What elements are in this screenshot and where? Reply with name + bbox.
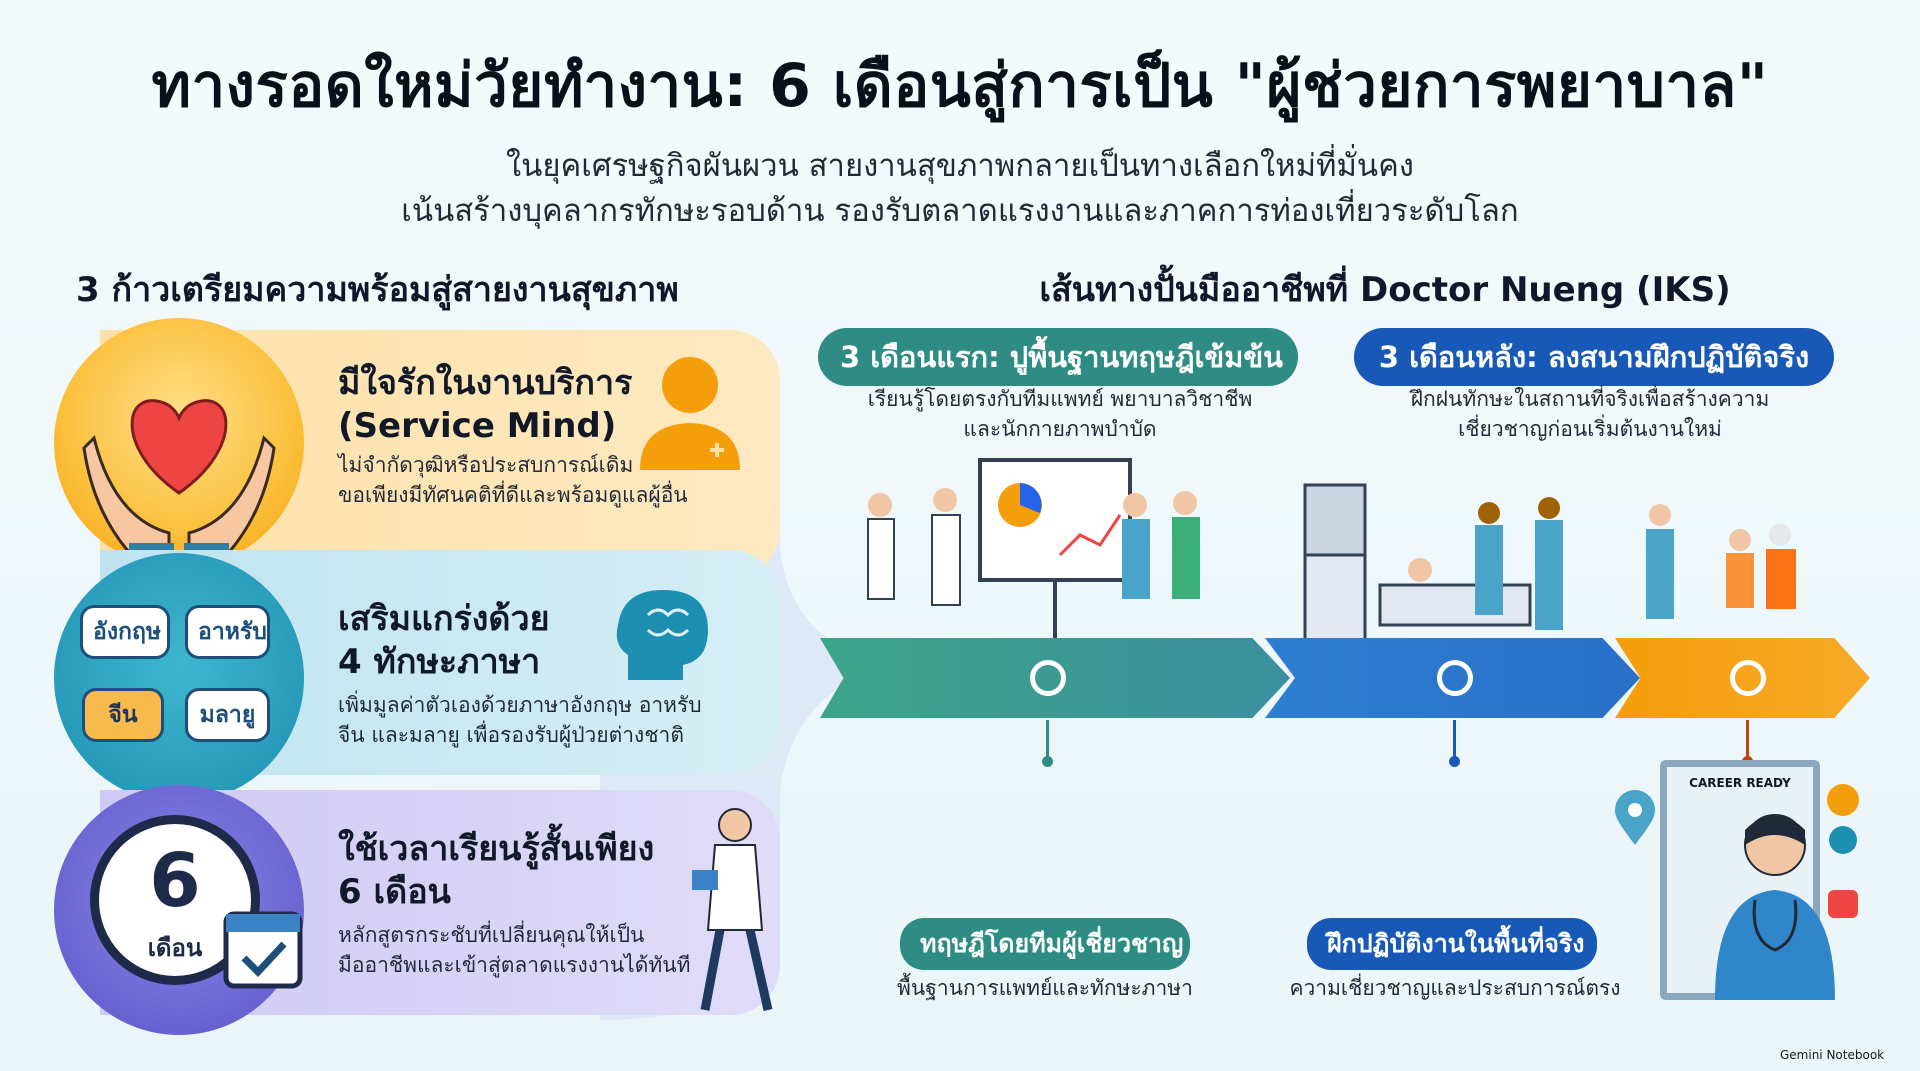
service-mind-title-line-1: มีใจรักในงานบริการ — [338, 363, 633, 403]
brain-head-icon — [616, 590, 708, 680]
heart-hands-icon — [54, 318, 304, 568]
phase-2-stem — [1453, 720, 1456, 758]
subtitle-line-1: ในยุคเศรษฐกิจผันผวน สายงานสุขภาพกลายเป็น… — [506, 148, 1414, 184]
six-month-desc-line-2: มืออาชีพและเข้าสู่ตลาดแรงงานได้ทันที — [338, 953, 691, 978]
clock-label: เดือน — [147, 934, 203, 962]
six-month-desc: หลักสูตรกระชับที่เปลี่ยนคุณให้เป็น มืออา… — [338, 920, 690, 981]
six-month-title: ใช้เวลาเรียนรู้สั้นเพียง 6 เดือน — [338, 828, 654, 913]
service-mind-desc: ไม่จำกัดวุฒิหรือประสบการณ์เดิม ขอเพียงมี… — [338, 450, 688, 511]
six-month-title-line-2: 6 เดือน — [338, 871, 451, 912]
bubble-english: อังกฤษ — [80, 605, 170, 659]
subtitle-line-2: เน้นสร้างบุคลากรทักษะรอบด้าน รองรับตลาดแ… — [401, 193, 1519, 229]
language-skills-title: เสริมแกร่งด้วย 4 ทักษะภาษา — [338, 598, 550, 683]
phase-3-node — [1730, 660, 1766, 696]
phase-1-node — [1030, 660, 1066, 696]
bubble-chinese: จีน — [82, 688, 164, 742]
service-mind-title: มีใจรักในงานบริการ (Service Mind) — [338, 362, 632, 447]
phase-1-label: 3 เดือนแรก: ปูพื้นฐานทฤษฎีเข้มข้น — [818, 328, 1298, 386]
hospital-ward-scene — [1303, 483, 1563, 647]
career-nurse-icon — [1715, 814, 1835, 1000]
clock-face — [90, 815, 260, 985]
phase-2-label: 3 เดือนหลัง: ลงสนามฝึกปฏิบัติจริง — [1354, 328, 1834, 386]
bubble-arabic: อาหรับ — [185, 605, 270, 659]
right-section-heading: เส้นทางปั้นมืออาชีพที่ Doctor Nueng (IKS… — [1039, 270, 1731, 310]
career-ready-label: CAREER READY — [1689, 776, 1791, 790]
elder-care-scene — [1646, 504, 1796, 619]
phase-2-desc-line-2: เชี่ยวชาญก่อนเริ่มต้นงานใหม่ — [1458, 417, 1722, 442]
bubble-malay: มลายู — [185, 688, 270, 742]
phase-2-bottom-desc: ความเชี่ยวชาญและประสบการณ์ตรง — [1289, 976, 1621, 1000]
map-pin-icon — [1615, 790, 1655, 845]
phase-2-desc: ฝึกฝนทักษะในสถานที่จริงเพื่อสร้างความ เช… — [1350, 384, 1830, 445]
page-title: ทางรอดใหม่วัยทำงาน: 6 เดือนสู่การเป็น "ผ… — [151, 51, 1769, 121]
phase-1-bottom-desc: พื้นฐานการแพทย์และทักษะภาษา — [897, 976, 1193, 1000]
clock-number: 6 — [149, 838, 201, 924]
phase-1-desc: เรียนรู้โดยตรงกับทีมแพทย์ พยาบาลวิชาชีพ … — [820, 384, 1300, 445]
phase-1-dot — [1042, 756, 1053, 767]
walking-doctor-icon — [692, 808, 773, 1011]
language-skills-desc: เพิ่มมูลค่าตัวเองด้วยภาษาอังกฤษ อาหรับ จ… — [338, 690, 702, 751]
badge-icons — [1827, 784, 1859, 918]
nurse-avatar-icon — [640, 357, 740, 470]
classroom-scene — [867, 458, 1200, 640]
phase-2-node — [1437, 660, 1473, 696]
phase-1-desc-line-1: เรียนรู้โดยตรงกับทีมแพทย์ พยาบาลวิชาชีพ — [867, 387, 1253, 411]
service-mind-desc-line-1: ไม่จำกัดวุฒิหรือประสบการณ์เดิม — [338, 453, 634, 477]
language-skills-desc-line-2: จีน และมลายู เพื่อรองรับผู้ป่วยต่างชาติ — [338, 723, 684, 748]
left-section-heading: 3 ก้าวเตรียมความพร้อมสู่สายงานสุขภาพ — [76, 270, 679, 310]
phase-1-desc-line-2: และนักกายภาพบำบัด — [963, 417, 1157, 442]
language-skills-title-line-2: 4 ทักษะภาษา — [338, 641, 541, 682]
phase-3-stem — [1746, 720, 1749, 758]
calendar-check-icon — [223, 911, 303, 989]
service-mind-desc-line-2: ขอเพียงมีทัศนคติที่ดีและพร้อมดูแลผู้อื่น — [338, 483, 688, 508]
language-skills-desc-line-1: เพิ่มมูลค่าตัวเองด้วยภาษาอังกฤษ อาหรับ — [338, 693, 702, 717]
phase-1-bottom-label: ทฤษฎีโดยทีมผู้เชี่ยวชาญ — [900, 918, 1190, 970]
brand-label: Gemini Notebook — [1780, 1048, 1885, 1062]
six-month-title-line-1: ใช้เวลาเรียนรู้สั้นเพียง — [338, 829, 655, 869]
service-mind-title-line-2: (Service Mind) — [338, 405, 617, 446]
speech-bubbles-background — [54, 553, 304, 803]
phase-2-desc-line-1: ฝึกฝนทักษะในสถานที่จริงเพื่อสร้างความ — [1410, 387, 1770, 411]
phase-2-bottom-label: ฝึกปฏิบัติงานในพื้นที่จริง — [1307, 918, 1597, 970]
phase-2-dot — [1449, 756, 1460, 767]
language-skills-title-line-1: เสริมแกร่งด้วย — [338, 599, 550, 639]
six-month-desc-line-1: หลักสูตรกระชับที่เปลี่ยนคุณให้เป็น — [338, 923, 645, 947]
phase-1-stem — [1046, 720, 1049, 758]
